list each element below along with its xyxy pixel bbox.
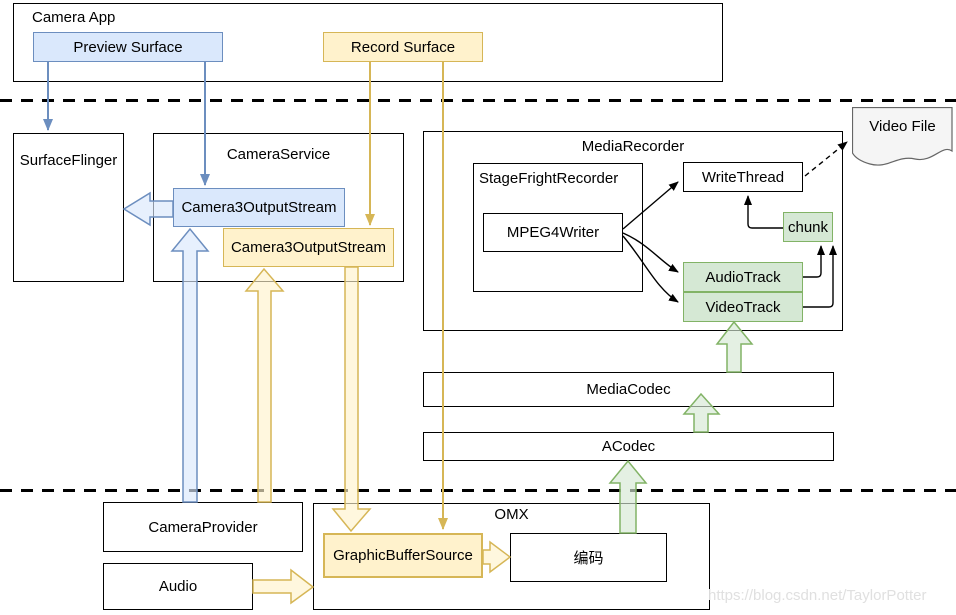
camera3outputstream-record-box: Camera3OutputStream: [223, 228, 394, 267]
graphicbuffersource-label: GraphicBufferSource: [333, 547, 473, 564]
acodec-label: ACodec: [601, 438, 656, 455]
graphicbuffersource-box: GraphicBufferSource: [323, 533, 483, 578]
audiotrack-label: AudioTrack: [705, 268, 781, 286]
video-file-label: Video File: [869, 118, 936, 135]
audiotrack-box: AudioTrack: [683, 262, 803, 292]
record-surface-label: Record Surface: [350, 38, 456, 56]
record-surface-box: Record Surface: [323, 32, 483, 62]
videotrack-label: VideoTrack: [705, 298, 781, 316]
document-icon: [851, 106, 953, 166]
writethread-label: WriteThread: [701, 168, 785, 186]
surfaceflinger-label: SurfaceFlinger: [19, 152, 118, 169]
mediacodec-box: MediaCodec: [423, 372, 834, 407]
encoder-label: 编码: [573, 550, 604, 567]
surfaceflinger-box: SurfaceFlinger: [13, 133, 124, 282]
layer-separator-bottom: [0, 489, 956, 492]
chunk-box: chunk: [783, 212, 833, 242]
mpeg4writer-box: MPEG4Writer: [483, 213, 623, 252]
cameraprovider-label: CameraProvider: [148, 518, 258, 536]
preview-surface-box: Preview Surface: [33, 32, 223, 62]
stagefrightrecorder-title: StageFrightRecorder: [479, 170, 619, 187]
block-arrow-cameraprovider-to-record-stream: [244, 267, 285, 503]
layer-separator-top: [0, 99, 956, 102]
camera3outputstream-record-label: Camera3OutputStream: [230, 239, 387, 256]
camera-app-title: Camera App: [32, 9, 116, 26]
writethread-box: WriteThread: [683, 162, 803, 192]
watermark: https://blog.csdn.net/TaylorPotter: [708, 587, 927, 604]
audio-label: Audio: [158, 578, 198, 595]
encoder-box: 编码: [510, 533, 667, 582]
cameraprovider-box: CameraProvider: [103, 502, 303, 552]
chunk-label: chunk: [787, 218, 829, 236]
mediacodec-label: MediaCodec: [586, 381, 671, 398]
video-file-shape: Video File: [851, 106, 953, 167]
mediarecorder-title: MediaRecorder: [581, 138, 685, 155]
block-arrow-audio-to-omx: [252, 568, 315, 605]
cameraservice-title: CameraService: [226, 146, 331, 163]
acodec-box: ACodec: [423, 432, 834, 461]
omx-title: OMX: [494, 506, 529, 523]
mpeg4writer-label: MPEG4Writer: [506, 224, 600, 241]
videotrack-box: VideoTrack: [683, 292, 803, 322]
camera3outputstream-preview-box: Camera3OutputStream: [173, 188, 345, 227]
audio-box: Audio: [103, 563, 253, 610]
camera3outputstream-preview-label: Camera3OutputStream: [181, 199, 337, 216]
preview-surface-label: Preview Surface: [73, 38, 183, 56]
